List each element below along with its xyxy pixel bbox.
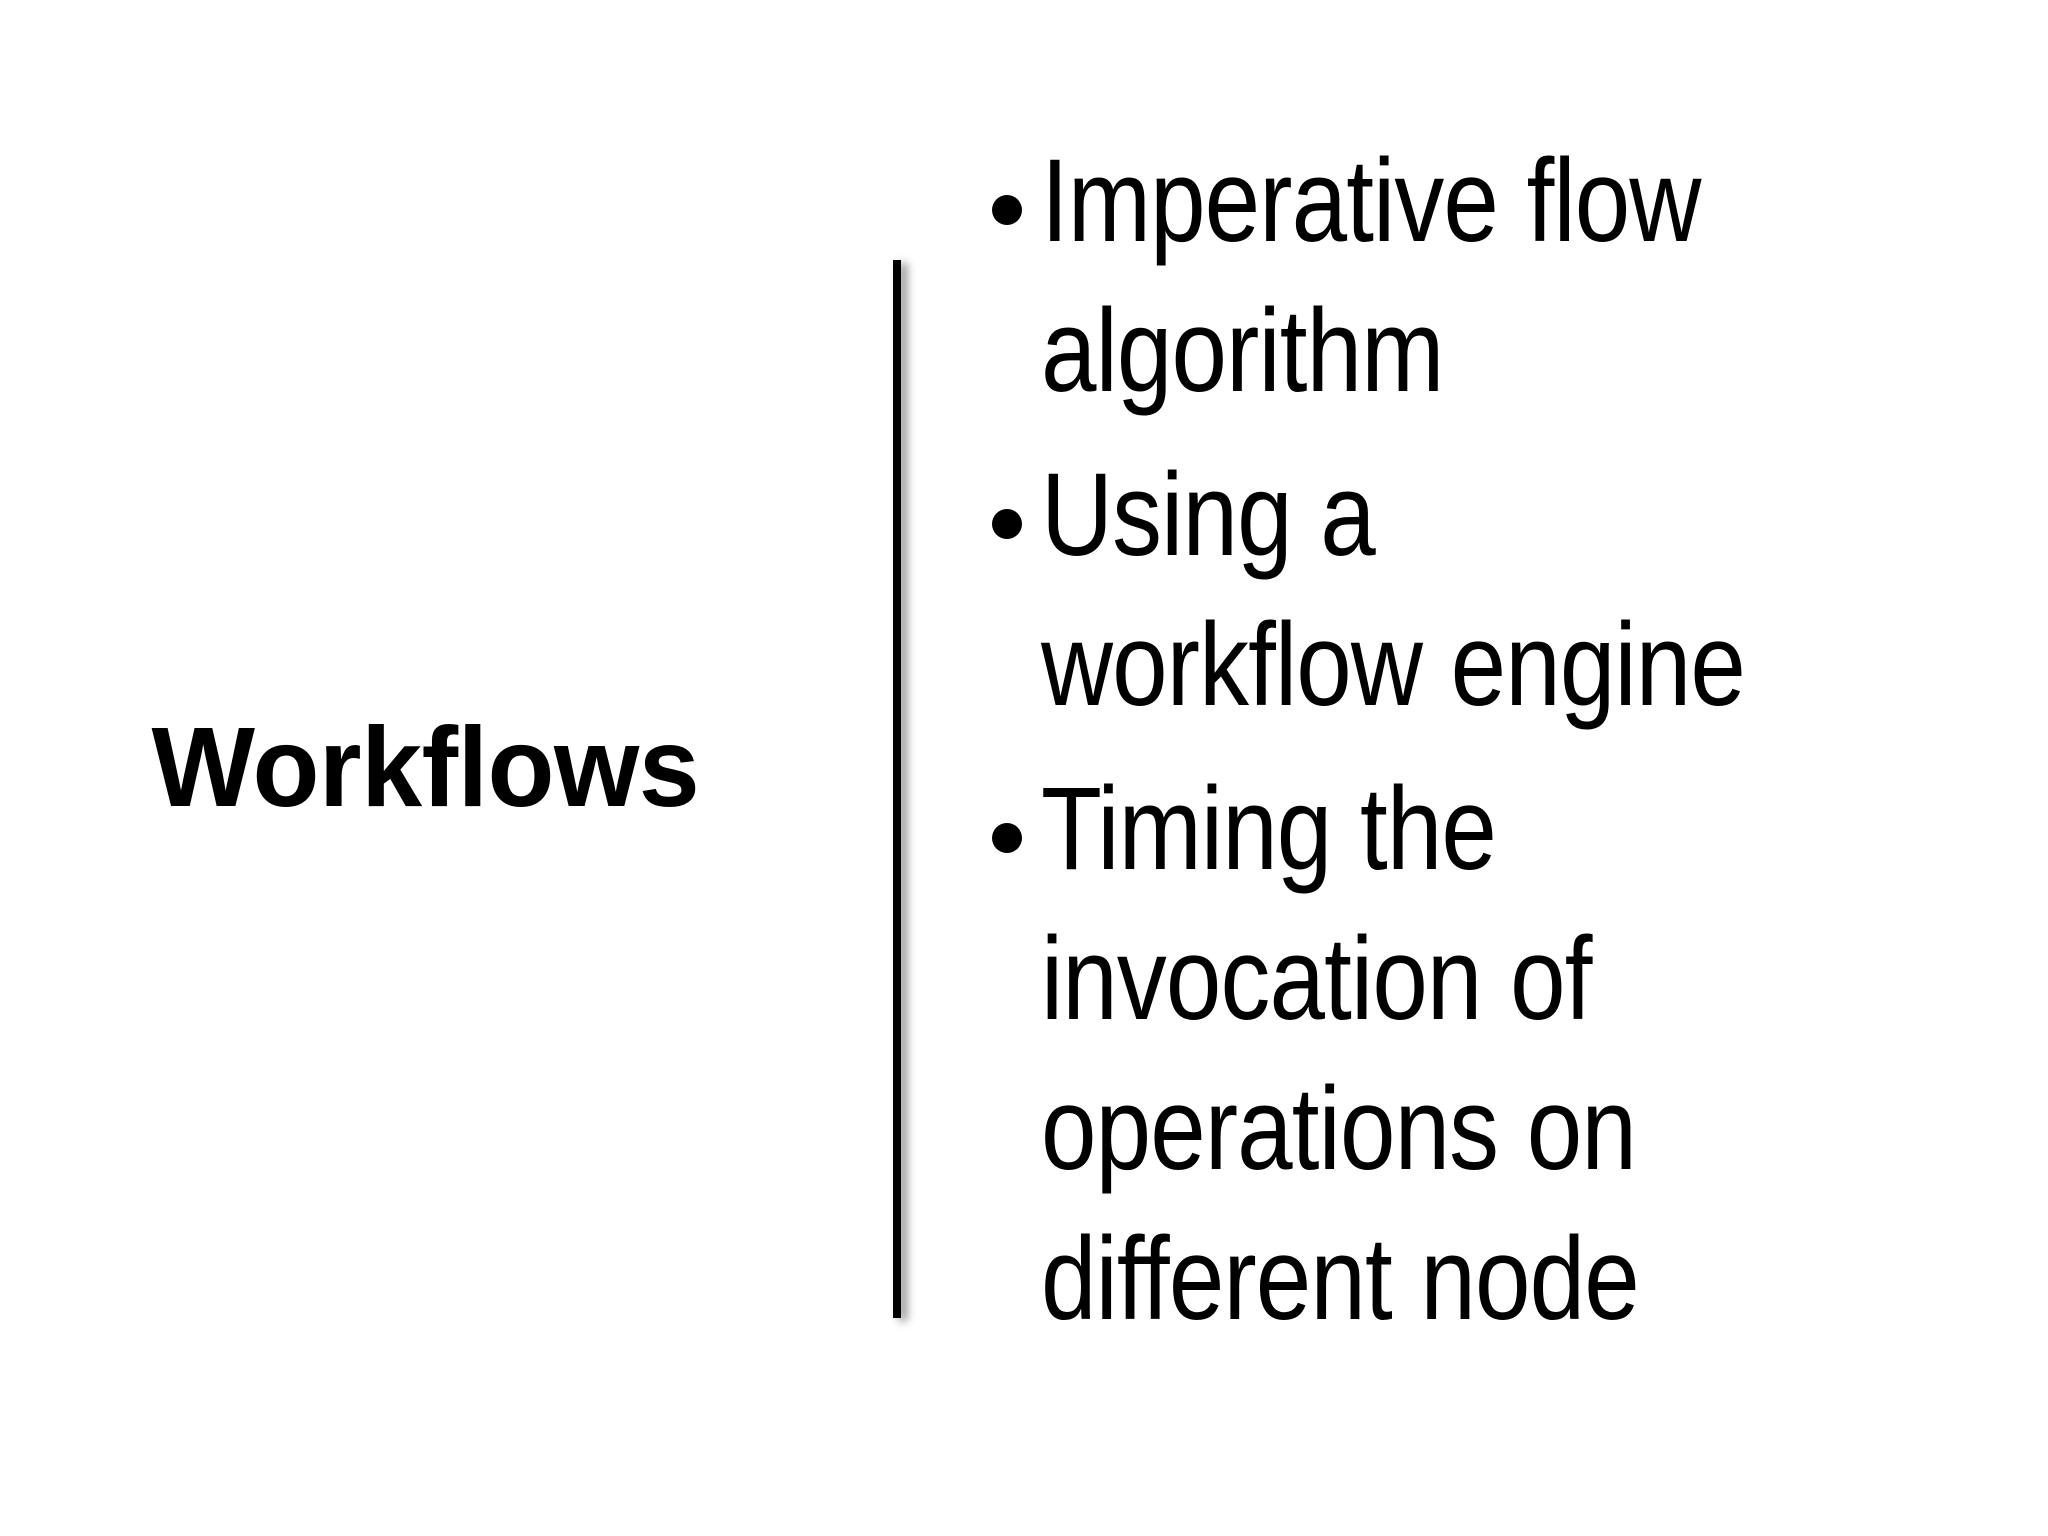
list-item: Timing the invocation of operations on d…	[975, 754, 1885, 1354]
bullet-dot-icon	[975, 440, 1041, 590]
bullet-dot-icon	[975, 754, 1041, 904]
list-item-text: Using a workflow engine	[1041, 449, 1746, 731]
list-item-text: Imperative flow algorithm	[1041, 135, 1701, 417]
vertical-divider	[893, 260, 901, 1318]
title-block: Workflows	[0, 0, 880, 1536]
list-item: Using a workflow engine	[975, 440, 1885, 740]
list-item: Imperative flow algorithm	[975, 126, 1885, 426]
slide-title: Workflows	[151, 704, 699, 831]
bullet-list: Imperative flow algorithm Using a workfl…	[975, 126, 1885, 1368]
list-item-text: Timing the invocation of operations on d…	[1041, 763, 1640, 1345]
bullet-dot-icon	[975, 126, 1041, 276]
divider-line	[893, 260, 901, 1318]
